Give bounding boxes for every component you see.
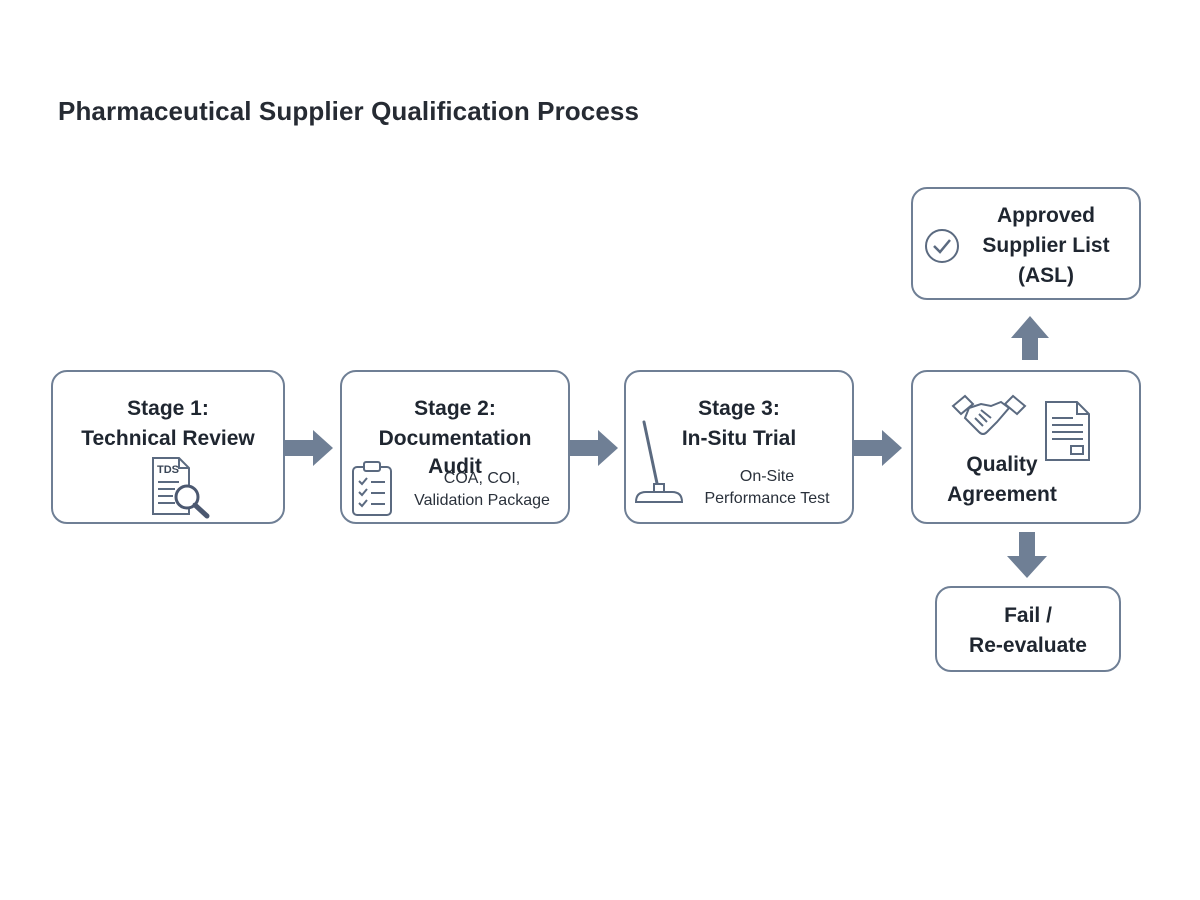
asl-line2: Supplier List (982, 234, 1110, 257)
stage-3-sub-line2: Performance Test (704, 490, 830, 507)
tds-label: TDS (157, 464, 179, 476)
asl-line3: (ASL) (1018, 264, 1074, 287)
contract-document-icon (1045, 401, 1090, 461)
stage-2-title-line3: Audit (428, 455, 482, 478)
check-circle-icon (925, 229, 959, 263)
stage-3-title-line2: In-Situ Trial (681, 427, 797, 450)
arrow-stage1-to-stage2 (285, 430, 333, 466)
arrow-stage3-to-quality (854, 430, 902, 466)
stage-2-sub-line2: Validation Package (414, 492, 550, 509)
stage-1-box: Stage 1: Technical Review TDS (51, 370, 285, 524)
stage-2-sub-line1: COA, COI, (443, 470, 521, 487)
quality-title-line2: Agreement (947, 483, 1057, 506)
page-title: Pharmaceutical Supplier Qualification Pr… (58, 96, 640, 126)
clipboard-checklist-icon (352, 461, 392, 516)
arrow-stage2-to-stage3 (570, 430, 618, 466)
mop-icon (634, 420, 684, 503)
stage-3-title-line1: Stage 3: (698, 397, 780, 420)
fail-line2: Re-evaluate (969, 634, 1087, 657)
stage-1-title-line1: Stage 1: (127, 397, 209, 420)
stage-3-sub-line1: On-Site (739, 468, 795, 485)
document-search-icon: TDS (152, 457, 210, 519)
arrow-to-approved-list (1011, 316, 1049, 360)
stage-1-title-line2: Technical Review (81, 427, 255, 450)
approved-supplier-list-box: Approved Supplier List (ASL) (911, 187, 1141, 300)
stage-2-box: Stage 2: Documentation Audit COA, COI, V… (340, 370, 570, 524)
fail-reevaluate-box: Fail / Re-evaluate (935, 586, 1121, 672)
stage-3-box: Stage 3: In-Situ Trial On-Site Performan… (624, 370, 854, 524)
handshake-icon (951, 394, 1027, 435)
stage-2-title-line2: Documentation (378, 427, 532, 450)
arrow-to-fail (1007, 532, 1047, 578)
stage-2-title-line1: Stage 2: (414, 397, 496, 420)
quality-agreement-box: Quality Agreement (911, 370, 1141, 524)
fail-line1: Fail / (1004, 604, 1052, 627)
asl-line1: Approved (996, 204, 1095, 227)
quality-title-line1: Quality (966, 453, 1038, 476)
